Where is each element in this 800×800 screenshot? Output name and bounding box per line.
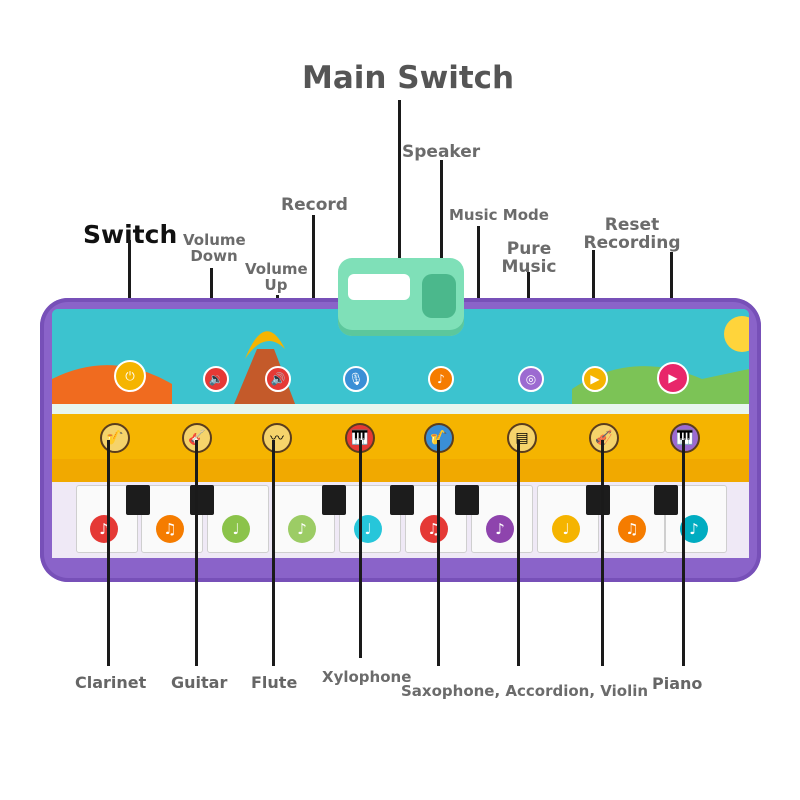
record-button[interactable]: 🎙 [343, 366, 369, 392]
record-label: Record [281, 195, 348, 215]
black-key[interactable] [390, 485, 414, 515]
music-mode-button[interactable]: ♪ [428, 366, 454, 392]
clarinet-label: Clarinet [75, 673, 147, 692]
play-button[interactable]: ▶ [582, 366, 608, 392]
note-icon: ♪ [288, 515, 316, 543]
speaker-grille-icon [422, 274, 456, 318]
piano-label: Piano [652, 674, 703, 693]
black-key[interactable] [586, 485, 610, 515]
black-key[interactable] [190, 485, 214, 515]
note-icon: ♫ [156, 515, 184, 543]
guitar-label: Guitar [171, 673, 228, 692]
black-key[interactable] [455, 485, 479, 515]
main-switch-label: Main Switch [302, 60, 515, 96]
note-icon: ♩ [552, 515, 580, 543]
volume-down-label: Volume Down [183, 231, 246, 265]
saxophone-button[interactable]: 🎷 [424, 423, 454, 453]
music-mode-label: Music Mode [449, 206, 549, 224]
main-switch-line [398, 100, 401, 300]
note-icon: ♫ [420, 515, 448, 543]
pure-music-label: Pure Music [501, 239, 557, 277]
speaker-display [348, 274, 410, 300]
volume-up-label: Volume Up [245, 260, 308, 294]
black-key[interactable] [654, 485, 678, 515]
violin-line [601, 440, 604, 666]
flute-label: Flute [251, 673, 298, 692]
clarinet-button[interactable]: 🎷 [100, 423, 130, 453]
xylophone-label: Xylophone [322, 668, 412, 686]
scene-panel [52, 309, 749, 486]
note-icon: ♪ [486, 515, 514, 543]
black-key[interactable] [322, 485, 346, 515]
piano-button[interactable]: 🎹 [670, 423, 700, 453]
reset-recording-label: Reset Recording [583, 215, 681, 253]
speaker-unit [338, 258, 464, 336]
pure-music-button[interactable]: ◎ [518, 366, 544, 392]
reset-recording-button[interactable]: ▶ [657, 362, 689, 394]
note-icon: ♪ [90, 515, 118, 543]
black-key[interactable] [126, 485, 150, 515]
note-icon: ♩ [222, 515, 250, 543]
flute-button[interactable]: 〰 [262, 423, 292, 453]
flute-line [272, 440, 275, 666]
violin-button[interactable]: 🎻 [589, 423, 619, 453]
volume-up-button[interactable]: 🔊 [265, 366, 291, 392]
sax-acc-violin-label: Saxophone, Accordion, Violin [401, 682, 649, 700]
power-button[interactable]: ⏻ [114, 360, 146, 392]
accordion-line [517, 440, 520, 666]
note-icon: ♫ [618, 515, 646, 543]
speaker-label: Speaker [402, 142, 481, 162]
saxophone-line [437, 440, 440, 666]
record-line [312, 215, 315, 375]
speaker-line [440, 160, 443, 292]
volume-down-button[interactable]: 🔉 [203, 366, 229, 392]
xylophone-line [359, 440, 362, 658]
piano-line [682, 440, 685, 666]
accordion-button[interactable]: ▤ [507, 423, 537, 453]
guitar-line [195, 440, 198, 666]
clarinet-line [107, 440, 110, 666]
note-icon: ♩ [354, 515, 382, 543]
